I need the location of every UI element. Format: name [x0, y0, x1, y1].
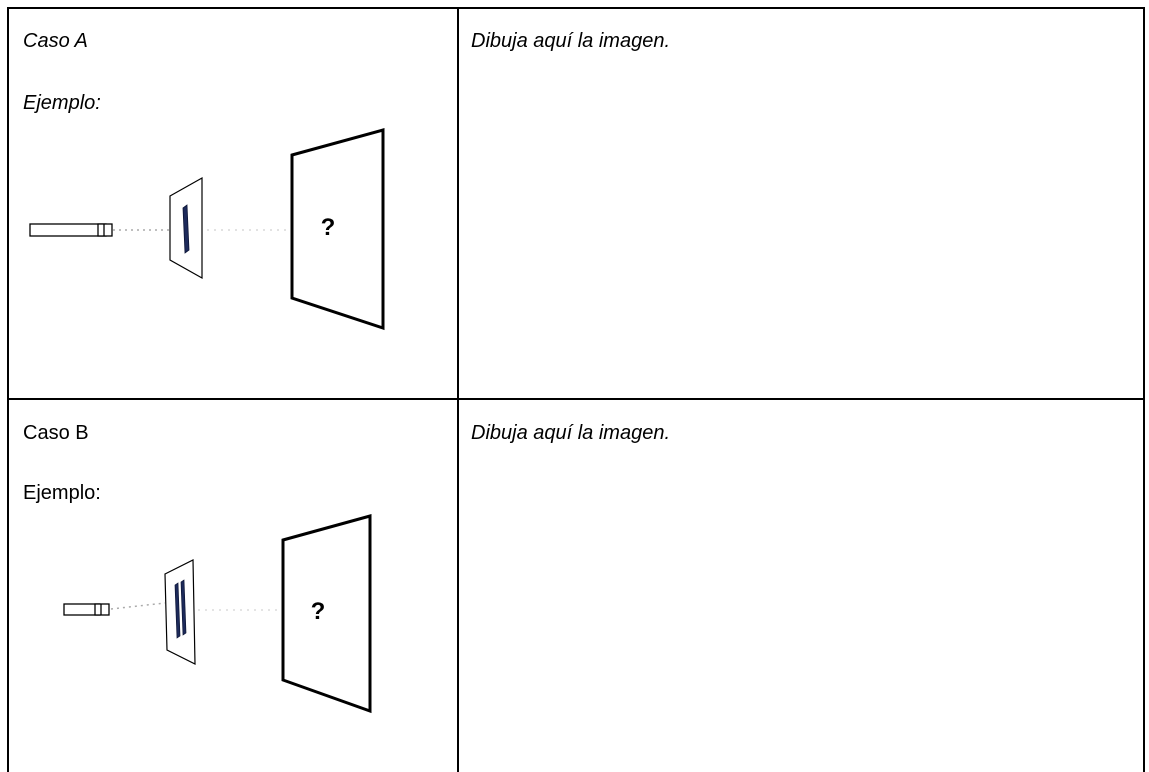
laser-pointer-icon [29, 223, 113, 237]
case-a-label: Caso A [23, 30, 88, 52]
table-column-divider [457, 7, 459, 772]
slit-plate [164, 559, 196, 665]
screen-question-mark: ? [321, 214, 336, 241]
projection-screen [281, 514, 372, 714]
table-border-top [7, 7, 1145, 9]
table-row-divider [7, 398, 1145, 400]
case-a-example-label: Ejemplo: [23, 92, 101, 114]
case-a-diagram: ? [29, 128, 385, 331]
case-b-label: Caso B [23, 422, 89, 444]
laser-beam [110, 602, 166, 610]
double-slit-left [174, 582, 181, 639]
case-a-instruction: Dibuja aquí la imagen. [471, 30, 671, 52]
table-border-left [7, 7, 9, 772]
case-b-diagram: ? [63, 514, 372, 714]
laser-pointer-icon [63, 603, 110, 616]
table-border-right [1143, 7, 1145, 772]
screen-question-mark: ? [311, 598, 326, 625]
double-slit-right [180, 579, 187, 636]
single-slit [182, 204, 190, 254]
case-b-example-label: Ejemplo: [23, 482, 101, 504]
projection-screen [290, 128, 385, 331]
case-b-instruction: Dibuja aquí la imagen. [471, 422, 671, 444]
